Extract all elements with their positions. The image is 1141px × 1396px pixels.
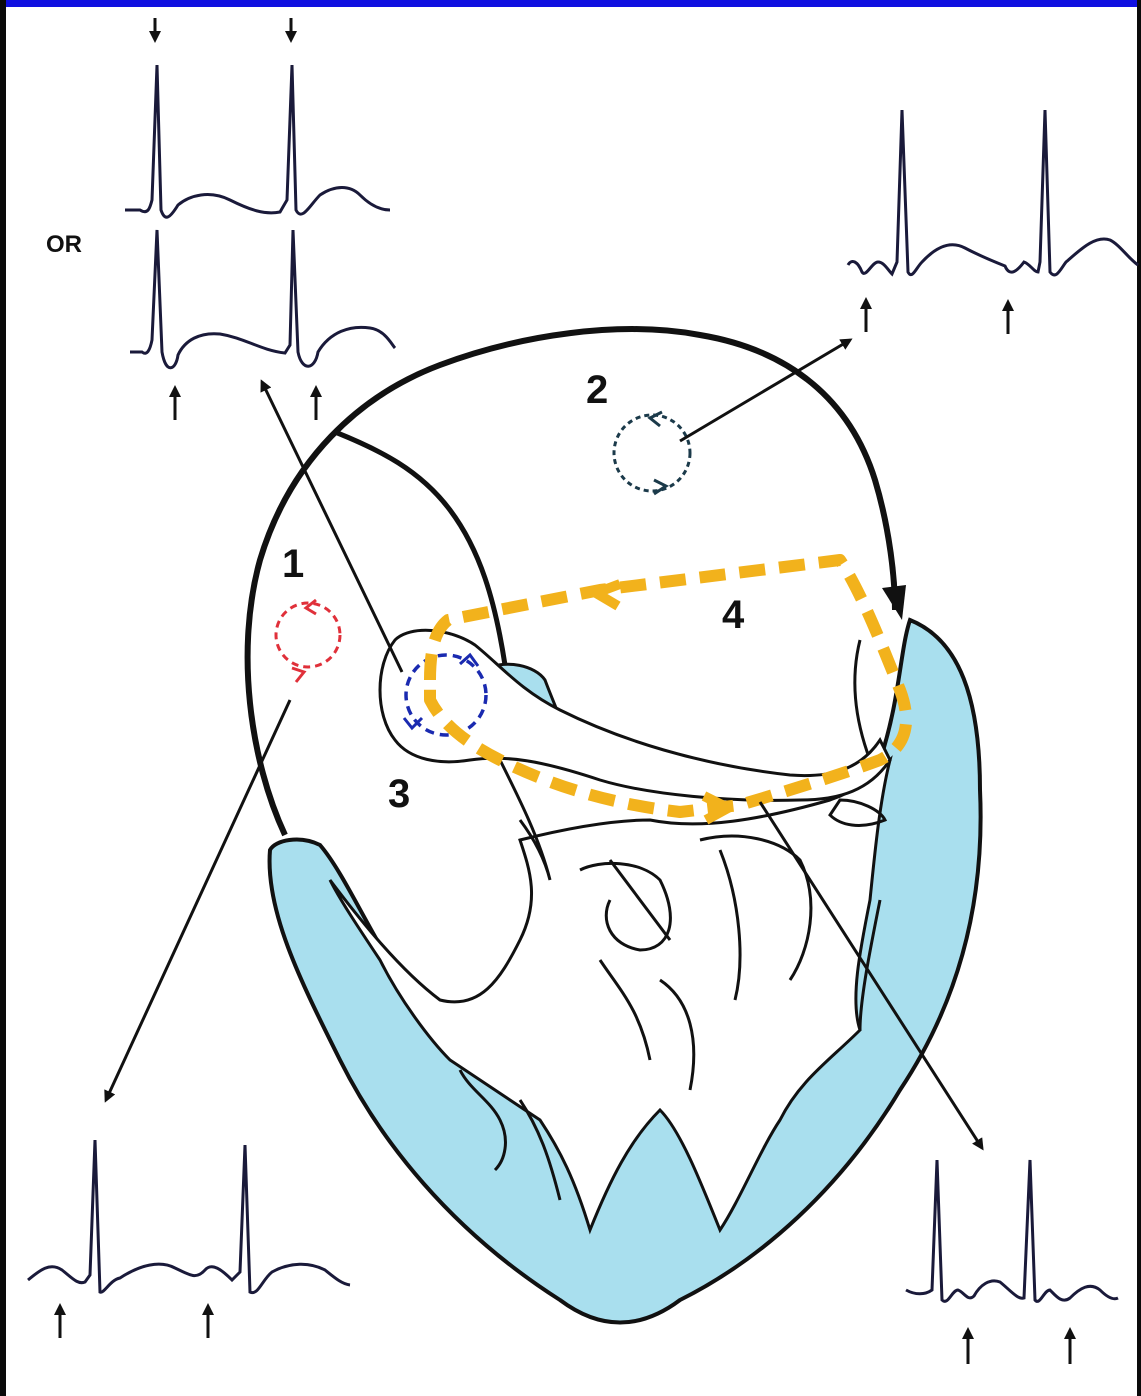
arrow-to-ecg-top-left — [262, 382, 402, 672]
circuit-2 — [614, 412, 690, 494]
site-1-label: 1 — [282, 542, 304, 587]
site-2-label: 2 — [586, 368, 608, 413]
site-4-label: 4 — [722, 593, 744, 638]
ecg-strip-bottom-right — [906, 1160, 1118, 1364]
ecg-strip-bottom-left — [28, 1140, 350, 1338]
ecg-strip-top-right — [848, 110, 1138, 334]
outline-arrowhead — [882, 585, 906, 620]
site-3-label: 3 — [388, 772, 410, 817]
circuit-1 — [276, 600, 340, 682]
ecg-strip-top-left-upper — [125, 18, 390, 217]
arrow-to-ecg-bottom-left — [106, 700, 290, 1100]
or-label: OR — [46, 231, 82, 259]
ventricle-tissue — [270, 620, 981, 1323]
ecg-strip-top-left-lower — [130, 230, 395, 420]
